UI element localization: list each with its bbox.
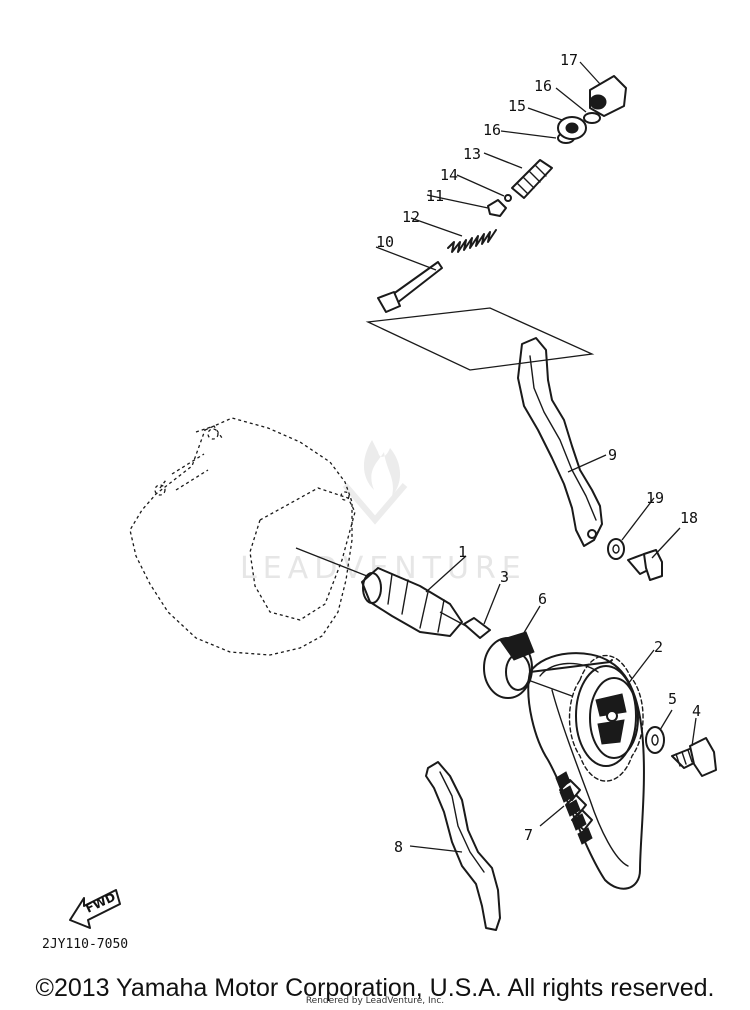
cam-sprocket [568,654,644,782]
fwd-arrow-icon: FWD [69,889,121,929]
chain-guide [425,761,501,931]
tensioner-bolt [627,549,663,581]
washer [645,726,665,754]
tensioner-body [511,159,553,199]
part-number-16-lower: 16 [483,121,501,139]
part-number-8: 8 [394,838,403,856]
part-number-10: 10 [376,233,394,251]
assembly-box [365,307,595,371]
cylinder-head-outline [129,417,356,656]
part-number-11: 11 [426,187,444,205]
part-number-16-upper: 16 [534,77,552,95]
tensioner-washer [607,538,625,560]
tensioner-lock-nut [557,116,587,140]
part-number-13: 13 [463,145,481,163]
o-ring-upper [583,112,601,124]
part-number-12: 12 [402,208,420,226]
part-number-3: 3 [500,568,509,586]
part-number-17: 17 [560,51,578,69]
sprocket-bolt [671,737,717,777]
tensioner-rod [377,261,443,313]
small-nut [504,194,512,202]
drawing-code: 2JY110-7050 [42,937,128,952]
tensioner-guide [517,337,603,547]
tensioner-spring [447,229,497,253]
part-number-6: 6 [538,590,547,608]
dowel-pin [439,611,491,639]
part-number-9: 9 [608,446,617,464]
rendered-by-notice: Rendered by LeadVenture, Inc. [305,996,445,1006]
decompression-cam [483,631,573,699]
part-number-18: 18 [680,509,698,527]
part-number-7: 7 [524,826,533,844]
part-number-2: 2 [654,638,663,656]
tensioner-washer-hole [612,544,620,554]
chain-segment [555,771,593,845]
part-numbers: 1 2 3 4 5 6 7 8 9 10 11 12 13 14 15 16 1… [376,51,701,856]
part-number-1: 1 [458,543,467,561]
timing-chain [527,652,645,890]
copyright-notice: ©2013 Yamaha Motor Corporation, U.S.A. A… [35,974,715,1002]
watermark: LEADVENTURE [240,440,521,586]
camshaft [361,567,463,637]
cap-bolt [589,75,627,117]
part-number-5: 5 [668,690,677,708]
part-number-4: 4 [692,702,701,720]
camshaft-axis-line [295,547,373,579]
part-number-19: 19 [646,489,664,507]
part-number-15: 15 [508,97,526,115]
callout-leaders [375,61,697,853]
washer-hole [651,734,659,746]
tensioner-nut [487,199,507,217]
part-number-14: 14 [440,166,458,184]
